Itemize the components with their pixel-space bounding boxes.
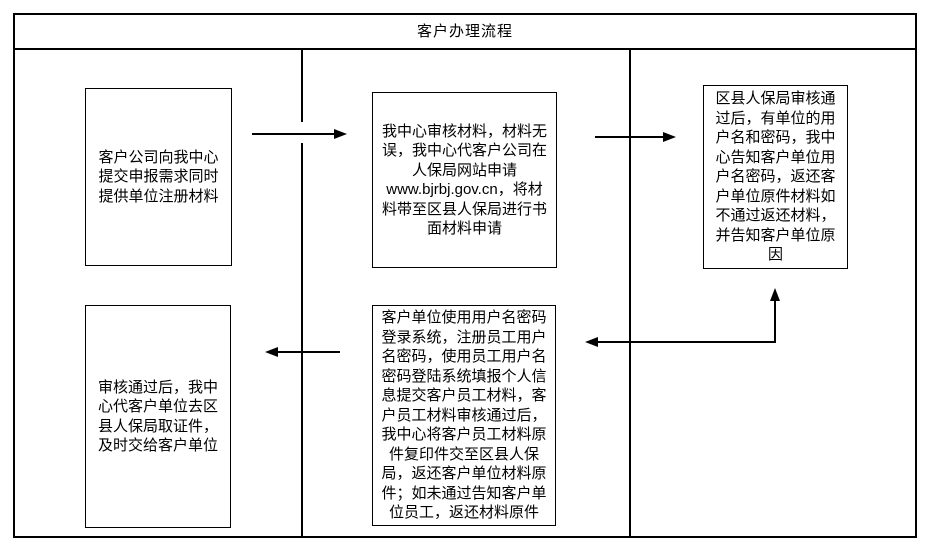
diagram-title: 客户办理流程 (416, 23, 513, 40)
flow-box-center-review: 我中心审核材料，材料无 误，我中心代客户公司在 人保局网站申请 www.bjrb… (372, 92, 557, 268)
arrow-3-horizontal-stem (598, 341, 776, 343)
flow-box-client-login: 客户单位使用用户名密码 登录系统，注册员工用户 名密码，使用员工用户名 密码登陆… (372, 305, 556, 526)
arrow-3-vertical-stem (774, 300, 776, 343)
column-divider-2 (629, 50, 631, 536)
arrow-3-up-head-icon (770, 288, 780, 301)
column-divider-1-upper (301, 50, 303, 122)
arrow-1-right-head-icon (334, 129, 347, 139)
arrow-4-stem (278, 351, 340, 353)
flow-box-collect-certificates: 审核通过后，我中 心代客户单位去区 县人保局取证件， 及时交给客户单位 (85, 305, 231, 528)
arrow-3-left-head-icon (585, 337, 598, 347)
arrow-4-left-head-icon (265, 347, 278, 357)
flow-box-bureau-review: 区县人保局审核通 过后，有单位的用 户名和密码，我中 心告知客户单位用 户名密码… (703, 85, 848, 269)
flow-box-submit-request: 客户公司向我中心 提交申报需求同时 提供单位注册材料 (85, 88, 232, 266)
arrow-1-stem (252, 133, 334, 135)
arrow-2-right-head-icon (663, 132, 676, 142)
column-divider-1-lower (301, 143, 303, 536)
title-separator-line (15, 48, 915, 50)
arrow-2-stem (595, 136, 663, 138)
